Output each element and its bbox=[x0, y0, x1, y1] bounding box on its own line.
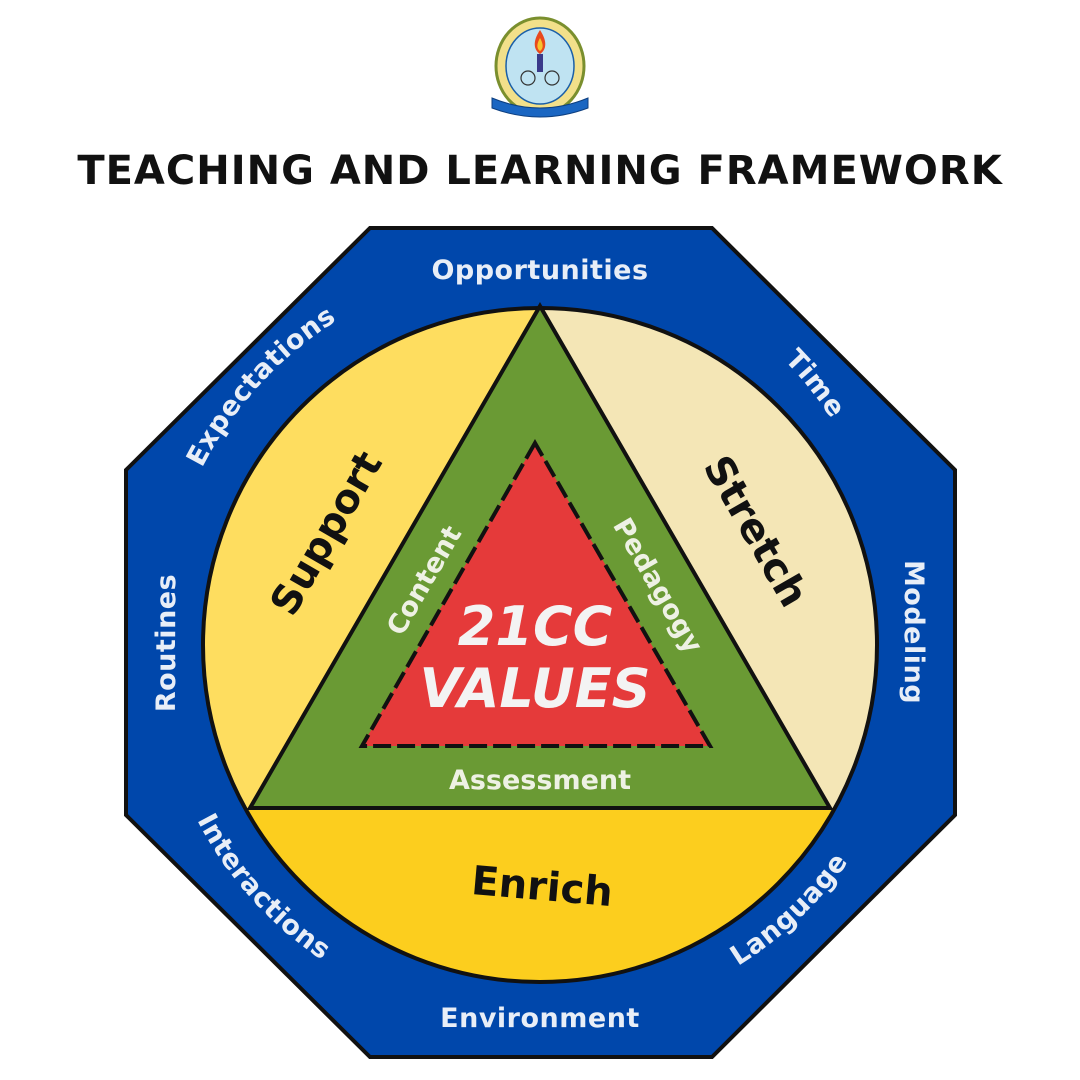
core-label-21cc: 21CC bbox=[458, 595, 613, 658]
octagon-label-routines: Routines bbox=[151, 574, 182, 712]
crest-ribbon bbox=[491, 97, 589, 118]
core-label-values: VALUES bbox=[419, 657, 650, 720]
crest-ring-icon bbox=[520, 70, 536, 86]
octagon-label-opportunities: Opportunities bbox=[431, 255, 648, 286]
page-title: TEACHING AND LEARNING FRAMEWORK bbox=[77, 148, 1003, 194]
core-triangle bbox=[358, 438, 714, 748]
octagon-label-modeling: Modeling bbox=[898, 560, 929, 704]
octagon-label-environment: Environment bbox=[440, 1003, 640, 1034]
triangle-label-assessment: Assessment bbox=[449, 765, 631, 796]
school-crest-logo bbox=[491, 16, 589, 118]
torch-handle-icon bbox=[537, 54, 543, 72]
